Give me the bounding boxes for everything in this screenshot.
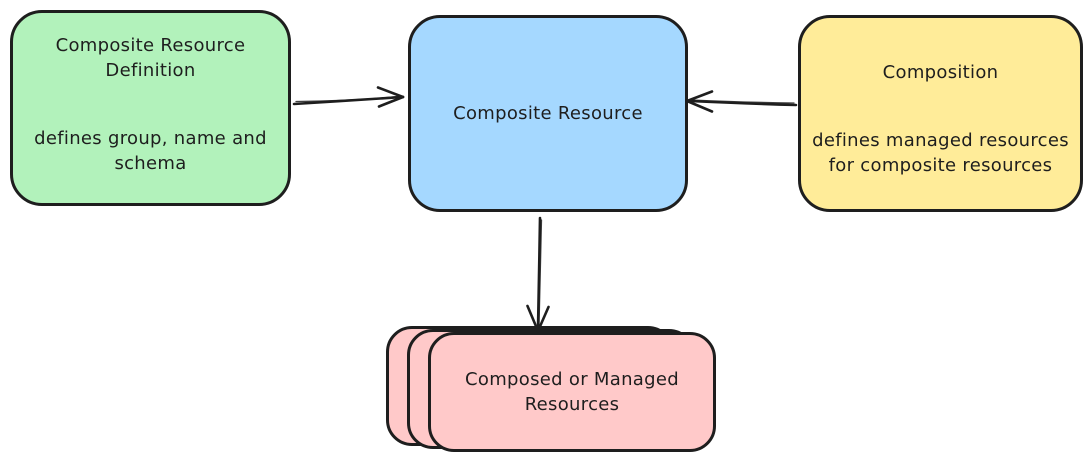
node-composite-resource-title: Composite Resource — [453, 103, 643, 124]
node-composed-or-managed-resources-title: Composed or Managed Resources — [465, 369, 679, 415]
arrow-xrd-to-composite-resource — [292, 86, 405, 108]
node-composition-description: defines managed resources for composite … — [812, 130, 1069, 176]
arrow-composition-to-composite-resource — [685, 90, 798, 113]
node-composite-resource-definition-title: Composite Resource Definition — [55, 35, 246, 81]
node-composition: Composition defines managed resources fo… — [798, 15, 1083, 212]
node-composite-resource-definition: Composite Resource Definition defines gr… — [10, 10, 291, 206]
node-composed-or-managed-resources: Composed or Managed Resources — [428, 332, 716, 452]
arrow-composite-resource-to-resources — [526, 216, 550, 333]
node-composite-resource: Composite Resource — [408, 15, 688, 212]
node-composite-resource-definition-description: defines group, name and schema — [34, 128, 267, 174]
node-composition-title: Composition — [882, 62, 999, 83]
